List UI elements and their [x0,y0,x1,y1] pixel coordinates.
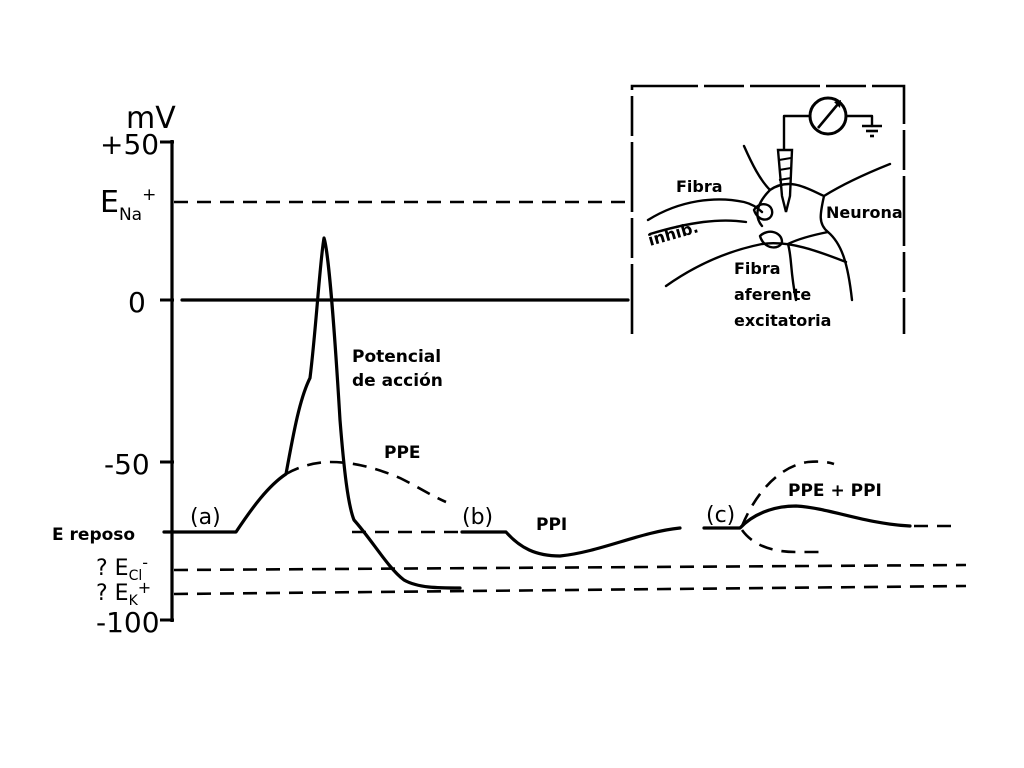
ppi-trace [460,526,682,558]
e-cl-label: ? ECl- [96,553,148,584]
e-cl-sub: Cl [129,568,143,584]
neuron-label: Neurona [826,203,903,222]
case-b: (b) PPI [460,505,682,558]
e-na-sup: + [142,185,156,205]
inset-frame [630,84,906,334]
reference-lines [173,200,967,596]
ppe-component-dashed [740,460,835,527]
level-labels: ENa+ E reposo ? ECl- ? EK+ [52,185,156,609]
ground-icon [862,124,882,138]
y-tick-label-minus100: -100 [96,606,160,639]
e-cl-dashed-line [173,563,967,572]
microelectrode-icon [776,148,794,213]
e-cl-sup: - [142,553,148,572]
case-c-label: (c) [706,503,735,528]
e-na-main: E [100,185,119,220]
y-axis-unit: mV [126,101,176,136]
case-a-label: (a) [190,505,221,530]
afferent-fiber-icon [664,242,848,288]
afferent-terminal-icon [758,230,784,249]
afferent-label-line1: Fibra [734,259,781,278]
afferent-label-line2: aferente [734,285,811,304]
y-axis: mV +50 0 -50 -100 [96,101,176,639]
voltmeter-needle-head [834,100,841,108]
inhib-fiber-label-line1: Fibra [676,177,723,196]
y-tick-label-plus50: +50 [100,128,159,161]
ppe-ppi-label: PPE + PPI [788,481,882,501]
action-potential-trace [162,236,462,590]
y-tick-label-zero: 0 [128,286,146,319]
afferent-label-line3: excitatoria [734,311,831,330]
case-a: (a) Potencial de acción PPE [162,236,462,590]
inhibitory-fiber-icon [646,198,764,222]
e-na-label: ENa+ [100,185,156,225]
electrode-wire [782,114,812,152]
y-tick-label-minus50: -50 [104,448,150,481]
e-na-sub: Na [119,205,142,225]
ppe-ppi-trace [702,504,912,530]
e-cl-prefix: ? E [96,556,129,581]
voltmeter-needle [817,103,839,129]
ppi-component-dashed [740,529,822,554]
e-k-dashed-line [173,584,967,596]
case-b-label: (b) [462,505,493,530]
case-c: (c) PPE + PPI [702,460,956,554]
ppi-label: PPI [536,515,567,535]
action-potential-label-line2: de acción [352,371,443,391]
e-rest-label: E reposo [52,525,135,545]
ground-wire [844,114,874,128]
e-k-sup: + [138,578,151,597]
inhibitory-terminal-icon [752,203,774,221]
ppe-label: PPE [384,443,421,463]
ppe-dashed-trace [285,460,447,504]
e-k-prefix: ? E [96,581,129,606]
inhibitory-fiber-second-icon [648,219,748,236]
e-k-sub: K [129,593,139,609]
neuron-inset: Fibra inhib. Neurona Fibra aferente exci… [630,84,906,334]
inhib-fiber-label-line2: inhib. [646,217,701,249]
e-k-label: ? EK+ [96,578,151,609]
action-potential-label-line1: Potencial [352,347,441,367]
